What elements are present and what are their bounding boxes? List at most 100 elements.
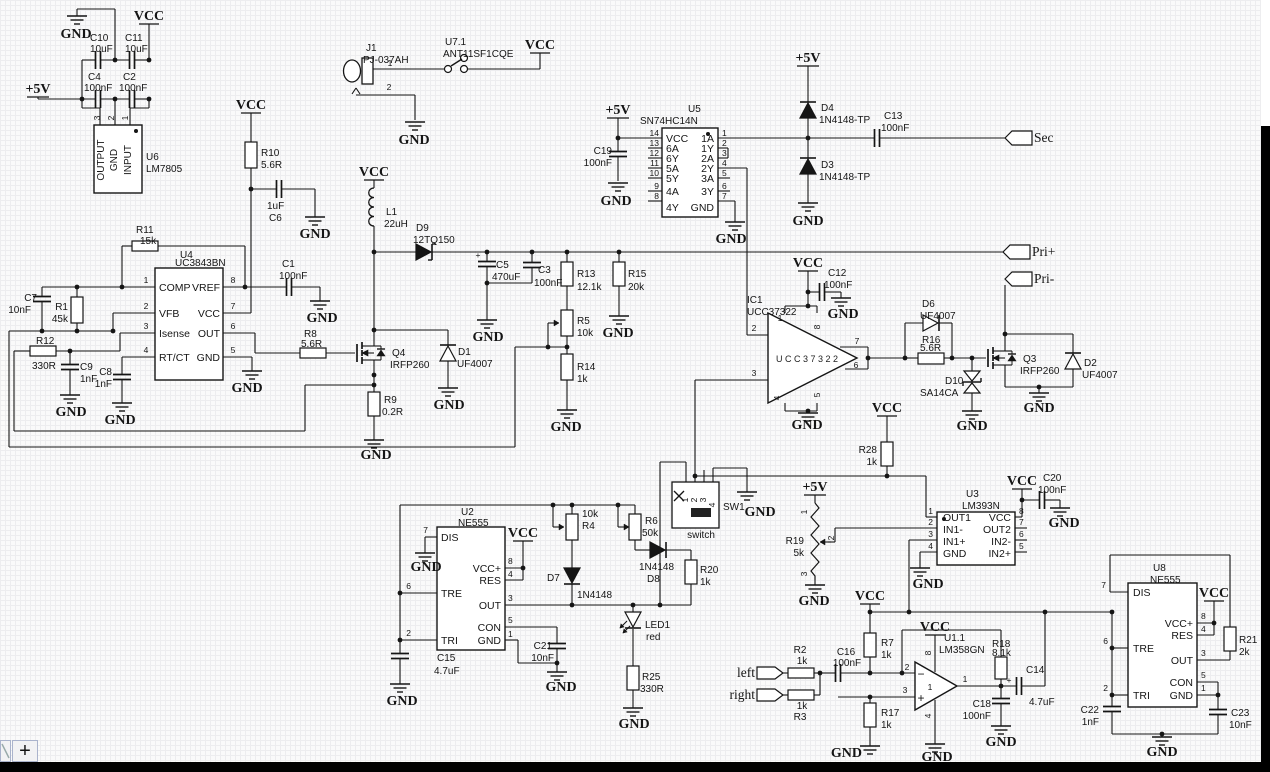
- text-label: 6Y: [666, 153, 679, 165]
- ic-body[interactable]: [661, 127, 719, 218]
- resistor-body[interactable]: [917, 352, 945, 365]
- text-label: 1k: [881, 650, 893, 661]
- text-label: TRE: [441, 588, 462, 600]
- resistor-body[interactable]: [560, 353, 574, 381]
- gnd-label: GND: [600, 194, 631, 209]
- text-label: C13: [884, 111, 903, 122]
- text-label: Q4: [392, 348, 406, 359]
- text-label: INPUT: [123, 145, 134, 175]
- text-label: 6: [1103, 636, 1108, 646]
- text-label: 10: [650, 168, 660, 178]
- text-label: 5: [722, 168, 727, 178]
- resistor-body[interactable]: [994, 656, 1008, 680]
- gnd-label: GND: [433, 398, 464, 413]
- ic-body[interactable]: [1127, 582, 1198, 708]
- gnd-label: GND: [618, 717, 649, 732]
- text-label: 1k: [881, 720, 893, 731]
- text-label: 2k: [1239, 647, 1251, 658]
- resistor-body[interactable]: [1223, 626, 1237, 652]
- resistor-body[interactable]: [863, 632, 877, 658]
- text-label: 10uF: [90, 44, 113, 55]
- text-label: IRFP260: [390, 360, 430, 371]
- text-label: Q3: [1023, 354, 1037, 365]
- resistor-body[interactable]: [684, 559, 698, 585]
- vcc-label: VCC: [872, 401, 902, 416]
- bottom-scrollbar[interactable]: [0, 762, 1270, 772]
- text-label: D7: [547, 573, 560, 584]
- resistor-body[interactable]: [787, 667, 815, 679]
- text-label: GND: [109, 149, 120, 171]
- text-label: R18: [992, 639, 1011, 650]
- resistor-body[interactable]: [29, 345, 57, 357]
- components[interactable]: [29, 51, 1237, 728]
- text-label: 5: [1019, 541, 1024, 551]
- text-label: R20: [700, 565, 719, 576]
- text-label: J1: [366, 43, 377, 54]
- resistor-body[interactable]: [863, 702, 877, 728]
- gnd-label: GND: [550, 420, 581, 435]
- text-label: R19: [786, 536, 805, 547]
- text-label: 4: [928, 541, 933, 551]
- text-label: L1: [386, 207, 398, 218]
- text-label: 3: [752, 368, 757, 378]
- resistor-body[interactable]: [299, 347, 327, 359]
- resistor-body[interactable]: [560, 309, 574, 337]
- text-label: TRE: [1133, 643, 1154, 655]
- resistor-body[interactable]: [626, 665, 640, 691]
- right-scrollbar[interactable]: [1261, 126, 1270, 772]
- text-label: 1N4148: [639, 562, 674, 573]
- text-label: 4: [144, 345, 149, 355]
- text-label: 100nF: [833, 658, 861, 669]
- gnd-label: GND: [1146, 745, 1177, 760]
- slide-switch-body[interactable]: [671, 481, 720, 529]
- text-label: VCC: [989, 512, 1012, 524]
- p5v-label: +5V: [605, 103, 630, 118]
- text-label: LM358GN: [939, 645, 985, 656]
- gnd-label: GND: [55, 405, 86, 420]
- resistor-body[interactable]: [560, 261, 574, 287]
- gnd-label: GND: [104, 413, 135, 428]
- text-label: IRFP260: [1020, 366, 1060, 377]
- audio-jack-body[interactable]: [342, 59, 362, 83]
- text-label: switch: [687, 530, 715, 541]
- text-label: 1: [722, 128, 727, 138]
- wires[interactable]: [8, 8, 1231, 746]
- text-label: 2Y: [701, 163, 714, 175]
- sheet-tab[interactable]: [0, 740, 11, 762]
- resistor-body[interactable]: [628, 513, 642, 541]
- text-label: 3: [722, 148, 727, 158]
- text-label: R28: [859, 445, 878, 456]
- ic-body[interactable]: [93, 124, 143, 194]
- text-label: TRI: [1133, 690, 1150, 702]
- add-sheet-button[interactable]: +: [12, 740, 38, 762]
- vcc-label: VCC: [1007, 474, 1037, 489]
- resistor-body[interactable]: [612, 261, 626, 287]
- resistor-body[interactable]: [787, 689, 815, 701]
- resistor-body[interactable]: [70, 296, 84, 324]
- text-label: 22uH: [384, 219, 408, 230]
- text-label: 5.6R: [301, 339, 322, 350]
- resistor-body[interactable]: [565, 513, 579, 541]
- text-label: OUT: [479, 600, 502, 612]
- text-label: 1: [1201, 683, 1206, 693]
- text-label: 5: [812, 392, 822, 397]
- text-label: U5: [688, 104, 701, 115]
- resistor-body[interactable]: [880, 441, 894, 467]
- resistor-body[interactable]: [131, 240, 159, 252]
- ic-body[interactable]: [936, 511, 1016, 566]
- text-label: U4: [180, 250, 193, 261]
- text-label: R12: [36, 336, 55, 347]
- resistor-body[interactable]: [244, 141, 258, 169]
- ic-body[interactable]: [436, 526, 506, 651]
- text-label: 8: [231, 275, 236, 285]
- p5v-label: +5V: [802, 480, 827, 495]
- ic-body[interactable]: [154, 267, 224, 381]
- text-label: 13: [650, 138, 660, 148]
- text-label: 12: [650, 148, 660, 158]
- text-label: 330R: [640, 684, 664, 695]
- text-label: 100nF: [279, 271, 307, 282]
- resistor-body[interactable]: [367, 391, 381, 417]
- text-label: 1nF: [80, 374, 97, 385]
